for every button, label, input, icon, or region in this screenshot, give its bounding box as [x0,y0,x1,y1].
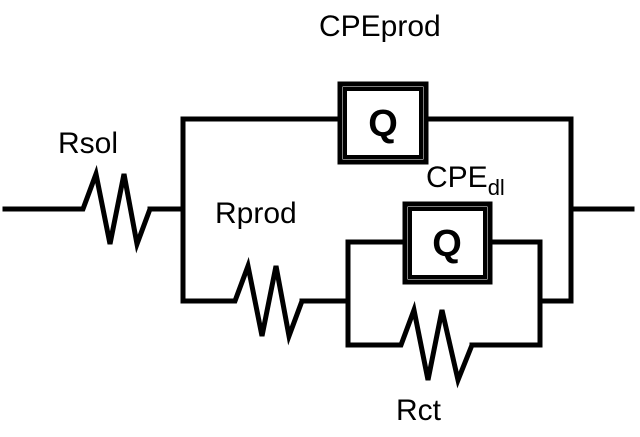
label-rsol: Rsol [58,127,118,160]
resistor-rsol [70,164,153,254]
label-rct: Rct [396,394,442,427]
label-cpe-dl-subscript: dl [488,175,505,200]
resistor-rct [388,300,475,389]
label-cpe-dl: CPEdl [426,161,505,200]
cpe-dl-inner-box [408,207,487,279]
resistor-rprod [222,256,305,346]
cpe-prod-element: Q [337,81,429,165]
cpe-dl-symbol: Q [432,223,462,265]
label-cpe-dl-main: CPE [426,161,488,194]
cpe-prod-symbol: Q [368,103,398,145]
label-rprod: Rprod [215,197,297,230]
cpe-prod-inner-box [343,87,423,159]
cpe-dl-element: Q [402,201,493,285]
label-cpe-prod: CPEprod [319,10,441,43]
